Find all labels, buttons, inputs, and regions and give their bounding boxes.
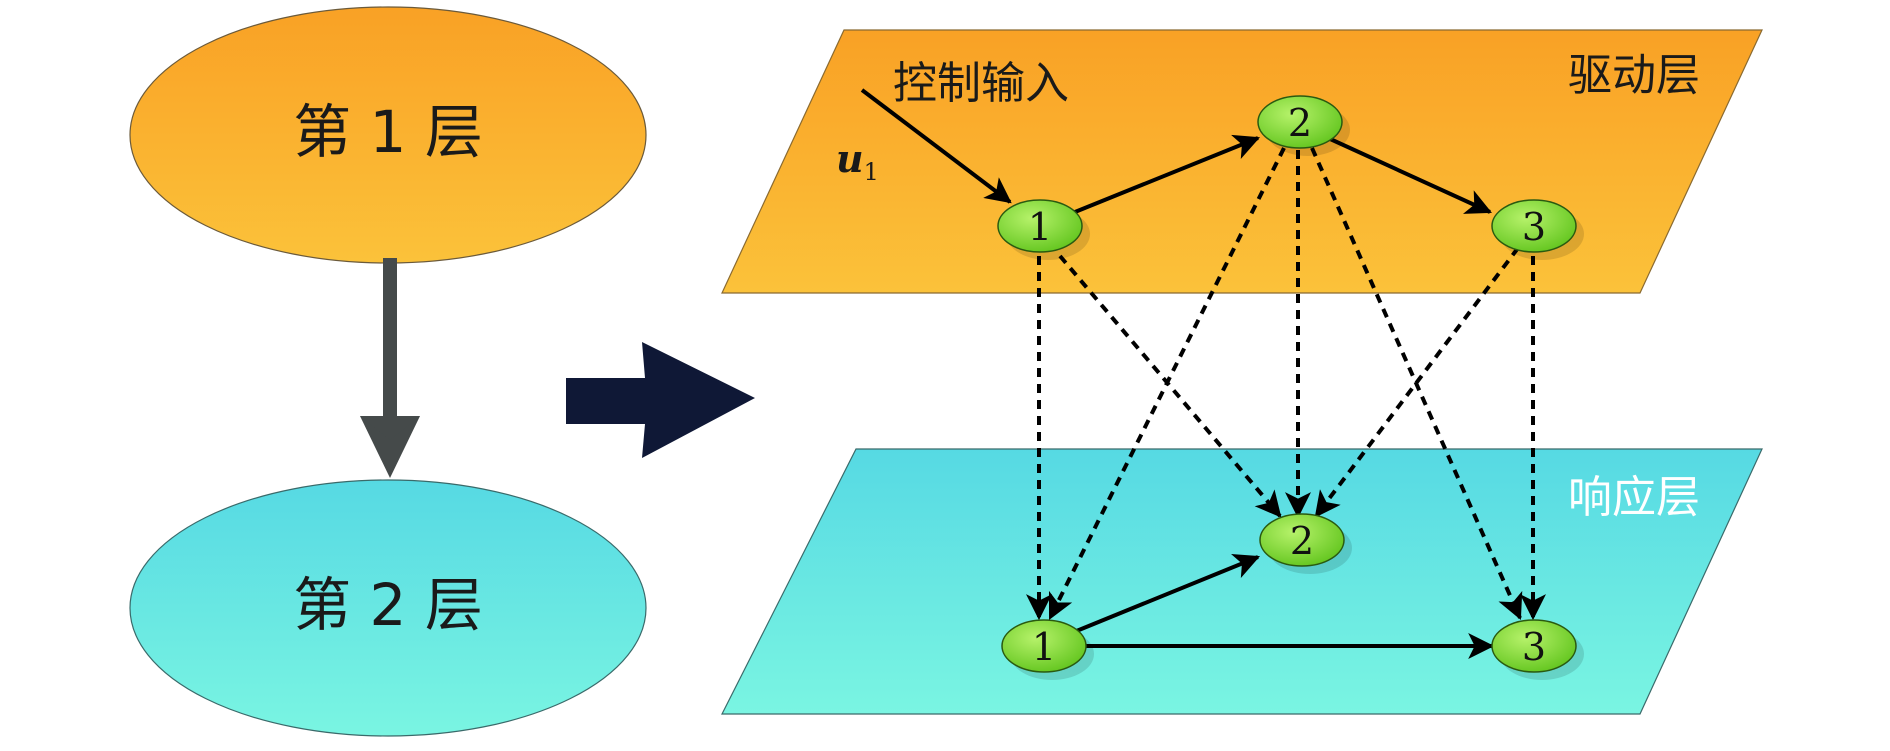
- drive-node-1-label: 1: [1028, 205, 1052, 249]
- drive-edge-1-2: [1069, 134, 1261, 216]
- layer-hierarchy: 第 1 层 第 2 层: [129, 6, 647, 737]
- drive-node-2-label: 2: [1288, 101, 1312, 145]
- dashed-edge-d1-r2: [1058, 254, 1282, 518]
- dashed-edge-d2-r1: [1048, 147, 1286, 620]
- drive-node-1: 1: [997, 199, 1090, 260]
- dashed-edge-d3-r2: [1314, 246, 1520, 518]
- layer-1-label: 第 1 层: [293, 98, 483, 166]
- response-node-3-label: 3: [1522, 625, 1546, 669]
- down-arrow: [360, 258, 420, 478]
- response-edge-1-2: [1073, 553, 1261, 634]
- dashed-edge-d2-r3: [1310, 147, 1523, 620]
- control-input-label: 控制输入: [893, 58, 1069, 109]
- drive-node-3-label: 3: [1522, 205, 1546, 249]
- response-node-3: 3: [1491, 619, 1584, 680]
- network-layers: 驱动层 响应层 控制输入 u1 1: [721, 29, 1763, 715]
- big-right-arrow-icon: [566, 342, 755, 458]
- response-node-1: 1: [1001, 619, 1094, 680]
- response-layer-label: 响应层: [1568, 472, 1700, 523]
- response-node-1-label: 1: [1032, 625, 1056, 669]
- control-input-arrow: [860, 88, 1012, 204]
- drive-layer-label: 驱动层: [1568, 50, 1700, 101]
- response-node-2: 2: [1259, 513, 1352, 574]
- drive-edge-2-3: [1327, 136, 1492, 214]
- response-node-2-label: 2: [1290, 519, 1314, 563]
- input-symbol: u1: [836, 136, 879, 186]
- layer-2-label: 第 2 层: [293, 571, 483, 639]
- drive-node-3: 3: [1491, 199, 1584, 260]
- inter-layer-edges: [1026, 147, 1546, 621]
- layer-2-ellipse: [129, 479, 647, 737]
- drive-node-2: 2: [1257, 95, 1350, 156]
